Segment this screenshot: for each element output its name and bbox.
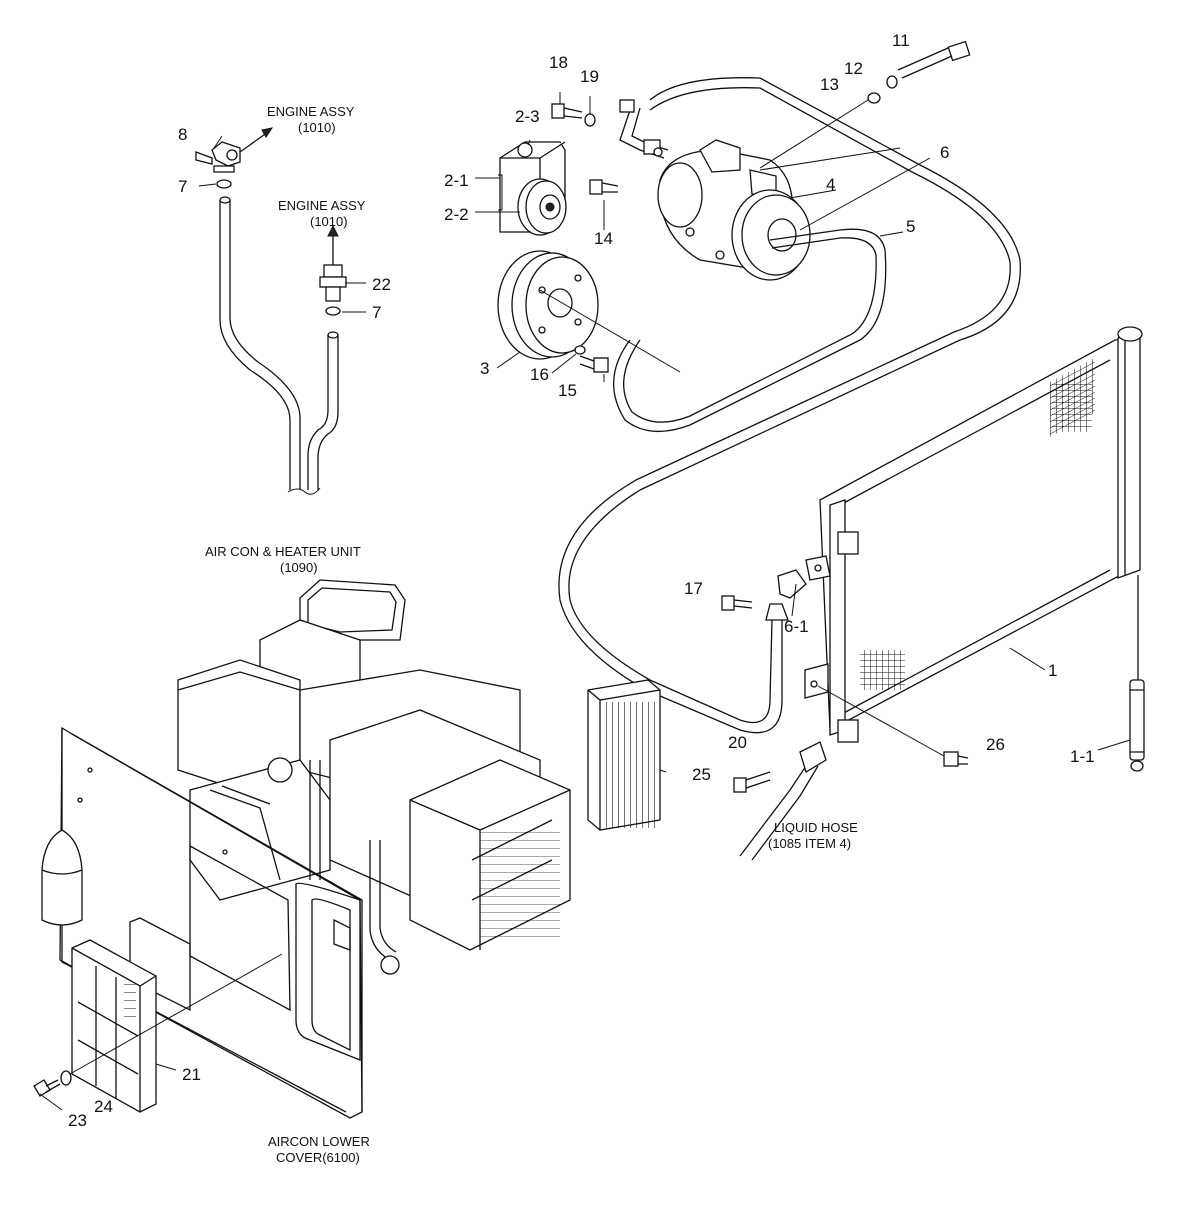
liquid-hose — [739, 741, 827, 861]
hose-clamp-7b — [325, 306, 341, 316]
leader-24 — [69, 953, 283, 1075]
callout-2-1: 2-1 — [444, 171, 469, 190]
aircon-lower-label-line2: COVER(6100) — [276, 1150, 360, 1165]
callout-17: 17 — [684, 579, 703, 598]
callout-26: 26 — [986, 735, 1005, 754]
condenser-1 — [819, 326, 1143, 743]
callout-12: 12 — [844, 59, 863, 78]
drain-hose-left — [219, 196, 301, 490]
leader-13 — [759, 99, 869, 169]
bolt-26 — [943, 751, 969, 767]
callout-13: 13 — [820, 75, 839, 94]
callout-23: 23 — [68, 1111, 87, 1130]
engine-assy-label-1-line2: (1010) — [298, 120, 336, 135]
engine-assy-label-2-line2: (1010) — [310, 214, 348, 229]
bracket-6-1 — [777, 555, 831, 599]
liquid-hose-label-line2: (1085 ITEM 4) — [768, 836, 851, 851]
callout-4: 4 — [826, 175, 835, 194]
callout-6-1: 6-1 — [784, 617, 809, 636]
aircon-heater-label-line1: AIR CON & HEATER UNIT — [205, 544, 361, 559]
connector-22 — [319, 224, 347, 302]
bolt-14 — [589, 179, 619, 195]
callout-1: 1 — [1048, 661, 1057, 680]
callout-14: 14 — [594, 229, 613, 248]
callout-20: 20 — [728, 733, 747, 752]
hose-6-compressor-fitting — [619, 99, 669, 159]
washer-12 — [886, 75, 898, 89]
washer-13 — [867, 92, 881, 104]
callout-18: 18 — [549, 53, 568, 72]
callout-21: 21 — [182, 1065, 201, 1084]
engine-assy-label-1-line1: ENGINE ASSY — [267, 104, 355, 119]
liquid-hose-label-line1: LIQUID HOSE — [774, 820, 858, 835]
callout-11: 11 — [892, 31, 910, 50]
arrow-to-engine-1 — [239, 131, 269, 153]
arrow-head-1 — [261, 127, 274, 138]
drain-hose-right — [287, 331, 339, 495]
idler-pulley-2-2 — [517, 178, 567, 236]
bolt-18 — [551, 103, 583, 119]
callout-8: 8 — [178, 125, 187, 144]
aircon-heater-label-line2: (1090) — [280, 560, 318, 575]
aircon-heater-unit — [177, 579, 571, 975]
drain-valve-8 — [195, 141, 241, 173]
screw-23 — [33, 1079, 61, 1097]
v-belt-5 — [613, 228, 887, 433]
bolt-15 — [579, 355, 609, 373]
callout-1-1: 1-1 — [1070, 747, 1095, 766]
aircon-lower-cover — [41, 726, 363, 1119]
bolt-17 — [721, 595, 753, 611]
bracket-lower — [804, 663, 829, 699]
washer-24 — [60, 1070, 72, 1086]
receiver-drier-1-1 — [1129, 575, 1145, 772]
callout-6: 6 — [940, 143, 949, 162]
leader-26 — [817, 685, 945, 757]
washer-19 — [584, 113, 596, 127]
callout-24: 24 — [94, 1097, 113, 1116]
compressor-4 — [657, 139, 811, 281]
callout-2-3: 2-3 — [515, 107, 540, 126]
callout-25: 25 — [692, 765, 711, 784]
crank-pulley-3 — [497, 250, 599, 360]
bolt-20 — [733, 771, 771, 793]
callout-5: 5 — [906, 217, 915, 236]
callout-2-2: 2-2 — [444, 205, 469, 224]
callout-16: 16 — [530, 365, 549, 384]
callout-22: 22 — [372, 275, 391, 294]
callout-19: 19 — [580, 67, 599, 86]
callout-15: 15 — [558, 381, 577, 400]
callout-7a: 7 — [178, 177, 187, 196]
engine-assy-label-2-line1: ENGINE ASSY — [278, 198, 366, 213]
hose-clamp-7a — [216, 179, 232, 189]
callout-7b: 7 — [372, 303, 381, 322]
grille-21 — [71, 939, 157, 1113]
filter-25 — [587, 679, 661, 831]
callout-3: 3 — [480, 359, 489, 378]
bolt-11 — [897, 40, 971, 79]
washer-16 — [574, 345, 586, 355]
leader-lines — [39, 92, 1131, 1111]
aircon-lower-label-line1: AIRCON LOWER — [268, 1134, 370, 1149]
